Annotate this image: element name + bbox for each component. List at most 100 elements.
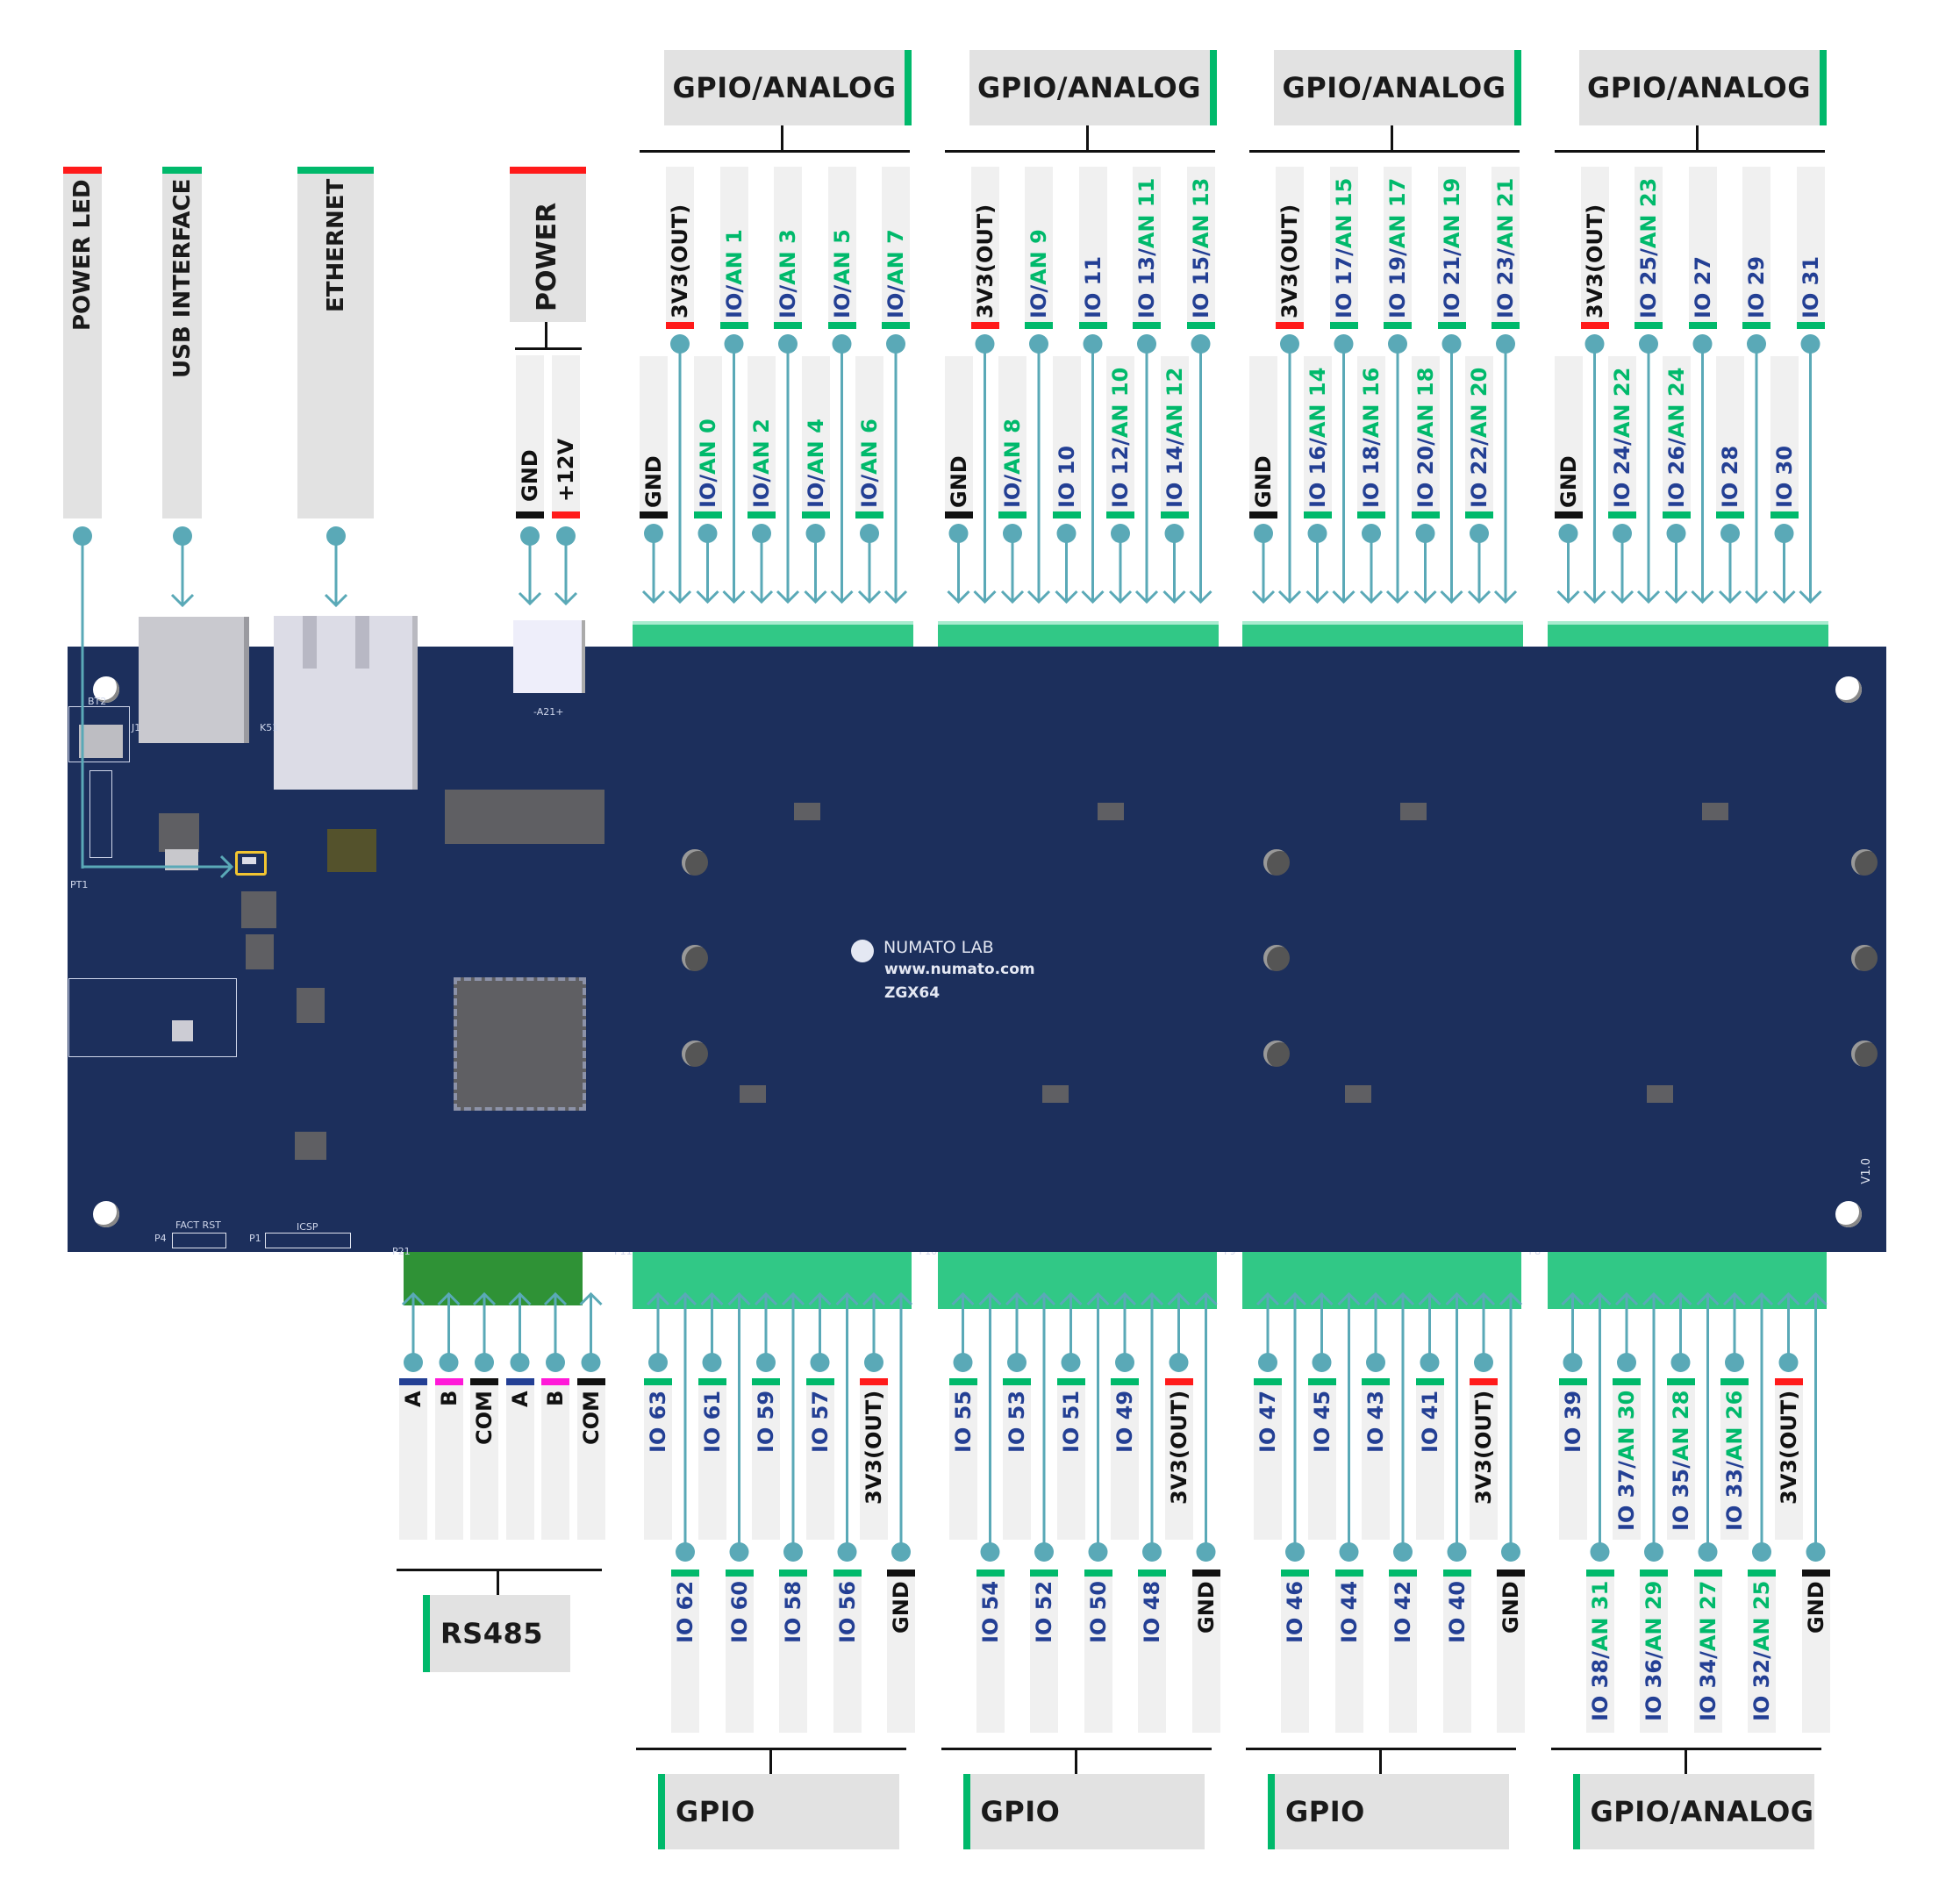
top-group-header: GPIO/ANALOG — [969, 50, 1217, 125]
arrow-up-icon — [781, 1291, 805, 1306]
rs485-header: RS485 — [423, 1595, 570, 1672]
arrow-down-icon — [1691, 590, 1714, 604]
pin-color-bar — [1389, 1570, 1417, 1577]
arrow-up-icon — [1310, 1291, 1334, 1306]
pin-color-bar — [1281, 1570, 1309, 1577]
pin-color-bar — [1720, 1378, 1749, 1385]
pin-strip — [1558, 1385, 1587, 1540]
pin-strip — [1497, 1577, 1525, 1733]
pin-strip — [1384, 167, 1412, 322]
pin-strip — [725, 1577, 754, 1733]
pin-strip — [827, 167, 856, 322]
p1-label: P1 — [249, 1233, 261, 1244]
arrow-down-icon — [1493, 590, 1518, 604]
usb-silk-label: J1 — [132, 722, 141, 733]
battery-clip — [79, 725, 123, 758]
numato-logo-icon — [851, 940, 874, 962]
arrow-up-icon — [1112, 1291, 1137, 1306]
arrow-down-icon — [668, 590, 692, 604]
pin-color-bar — [1249, 511, 1277, 518]
wifi-module — [68, 978, 237, 1057]
pin-strip — [998, 356, 1026, 511]
fact-rst-header[interactable] — [172, 1233, 226, 1248]
soic-chip — [295, 1132, 326, 1160]
pin-color-bar — [697, 1378, 726, 1385]
pin-strip — [1801, 1577, 1830, 1733]
pin-strip — [805, 1385, 834, 1540]
pin-strip — [719, 167, 748, 322]
pin-color-bar — [1276, 322, 1304, 329]
arrow-up-icon — [472, 1291, 497, 1306]
arrow-down-icon — [1277, 590, 1302, 604]
pin-strip — [1056, 1385, 1085, 1540]
bracket-line — [1554, 150, 1825, 153]
soic-chip — [297, 988, 325, 1023]
wifi-chip — [172, 1020, 193, 1041]
pin-color-bar — [1716, 511, 1744, 518]
arrow-down-icon — [1305, 590, 1329, 604]
pin-strip — [748, 356, 776, 511]
bracket-stub — [1085, 125, 1089, 152]
arrow-up-icon — [1696, 1291, 1720, 1306]
pin-color-bar — [1025, 322, 1053, 329]
pin-strip — [752, 1385, 780, 1540]
arrow-up-icon — [835, 1291, 859, 1306]
mounting-hole — [93, 1201, 119, 1227]
standoff — [1263, 1040, 1290, 1067]
bottom-group-header: GPIO — [962, 1774, 1205, 1849]
arrow-down-icon — [1332, 590, 1356, 604]
top-group-header: GPIO/ANALOG — [1578, 50, 1827, 125]
arrow-up-icon — [673, 1291, 697, 1306]
pin-color-bar — [1111, 1378, 1139, 1385]
brand-url: www.numato.com — [884, 961, 1035, 978]
arrow-up-icon — [1614, 1291, 1639, 1306]
pin-strip — [1662, 356, 1691, 511]
p21-label: P21 — [392, 1246, 411, 1257]
bracket-stub — [1391, 125, 1393, 152]
pin-color-bar — [944, 511, 973, 518]
arrow-down-icon — [883, 590, 908, 604]
pin-color-bar — [1613, 1378, 1641, 1385]
arrow-up-icon — [1777, 1291, 1800, 1306]
arrow-down-icon — [1000, 590, 1025, 604]
arrow-down-icon — [518, 591, 542, 606]
phy-chip — [327, 829, 376, 872]
arrow-up-icon — [437, 1291, 461, 1306]
pin-strip — [948, 1385, 977, 1540]
pin-color-bar — [1334, 1570, 1363, 1577]
bracket-stub — [497, 1570, 499, 1597]
arrow-down-icon — [170, 593, 195, 608]
arrow-down-icon — [641, 590, 666, 604]
arrow-down-icon — [1744, 590, 1769, 604]
pin-strip — [1276, 167, 1304, 322]
icsp-header[interactable] — [265, 1233, 351, 1248]
power-connector — [513, 620, 585, 693]
pin-color-bar — [1497, 1570, 1525, 1577]
arrow-up-icon — [646, 1291, 670, 1306]
arrow-up-icon — [1283, 1291, 1307, 1306]
ic-expander — [1345, 1085, 1371, 1103]
pin-color-bar — [1303, 511, 1332, 518]
pin-color-bar — [1052, 511, 1081, 518]
arrow-up-icon — [508, 1291, 532, 1306]
pin-strip — [1003, 1385, 1031, 1540]
pin-color-bar — [671, 1570, 699, 1577]
icsp-label: ICSP — [297, 1221, 318, 1233]
pin-strip — [1307, 1385, 1336, 1540]
arrow-up-icon — [1194, 1291, 1218, 1306]
arrow-down-icon — [1055, 590, 1078, 604]
power-connector-silk: -A21+ — [533, 706, 564, 718]
pin-strip — [1389, 1577, 1417, 1733]
arrow-up-icon — [1140, 1291, 1164, 1306]
pin-strip — [774, 167, 802, 322]
arrow-down-icon — [696, 590, 719, 604]
pin-strip — [1796, 167, 1825, 322]
arrow-up-icon — [1588, 1291, 1612, 1306]
ethernet-silk-label: K51 — [260, 722, 279, 733]
power-led — [242, 857, 256, 864]
pin-strip — [1693, 1577, 1722, 1733]
arrow-down-icon — [830, 590, 854, 604]
bracket-line — [944, 150, 1215, 153]
pin-strip — [1720, 1385, 1749, 1540]
